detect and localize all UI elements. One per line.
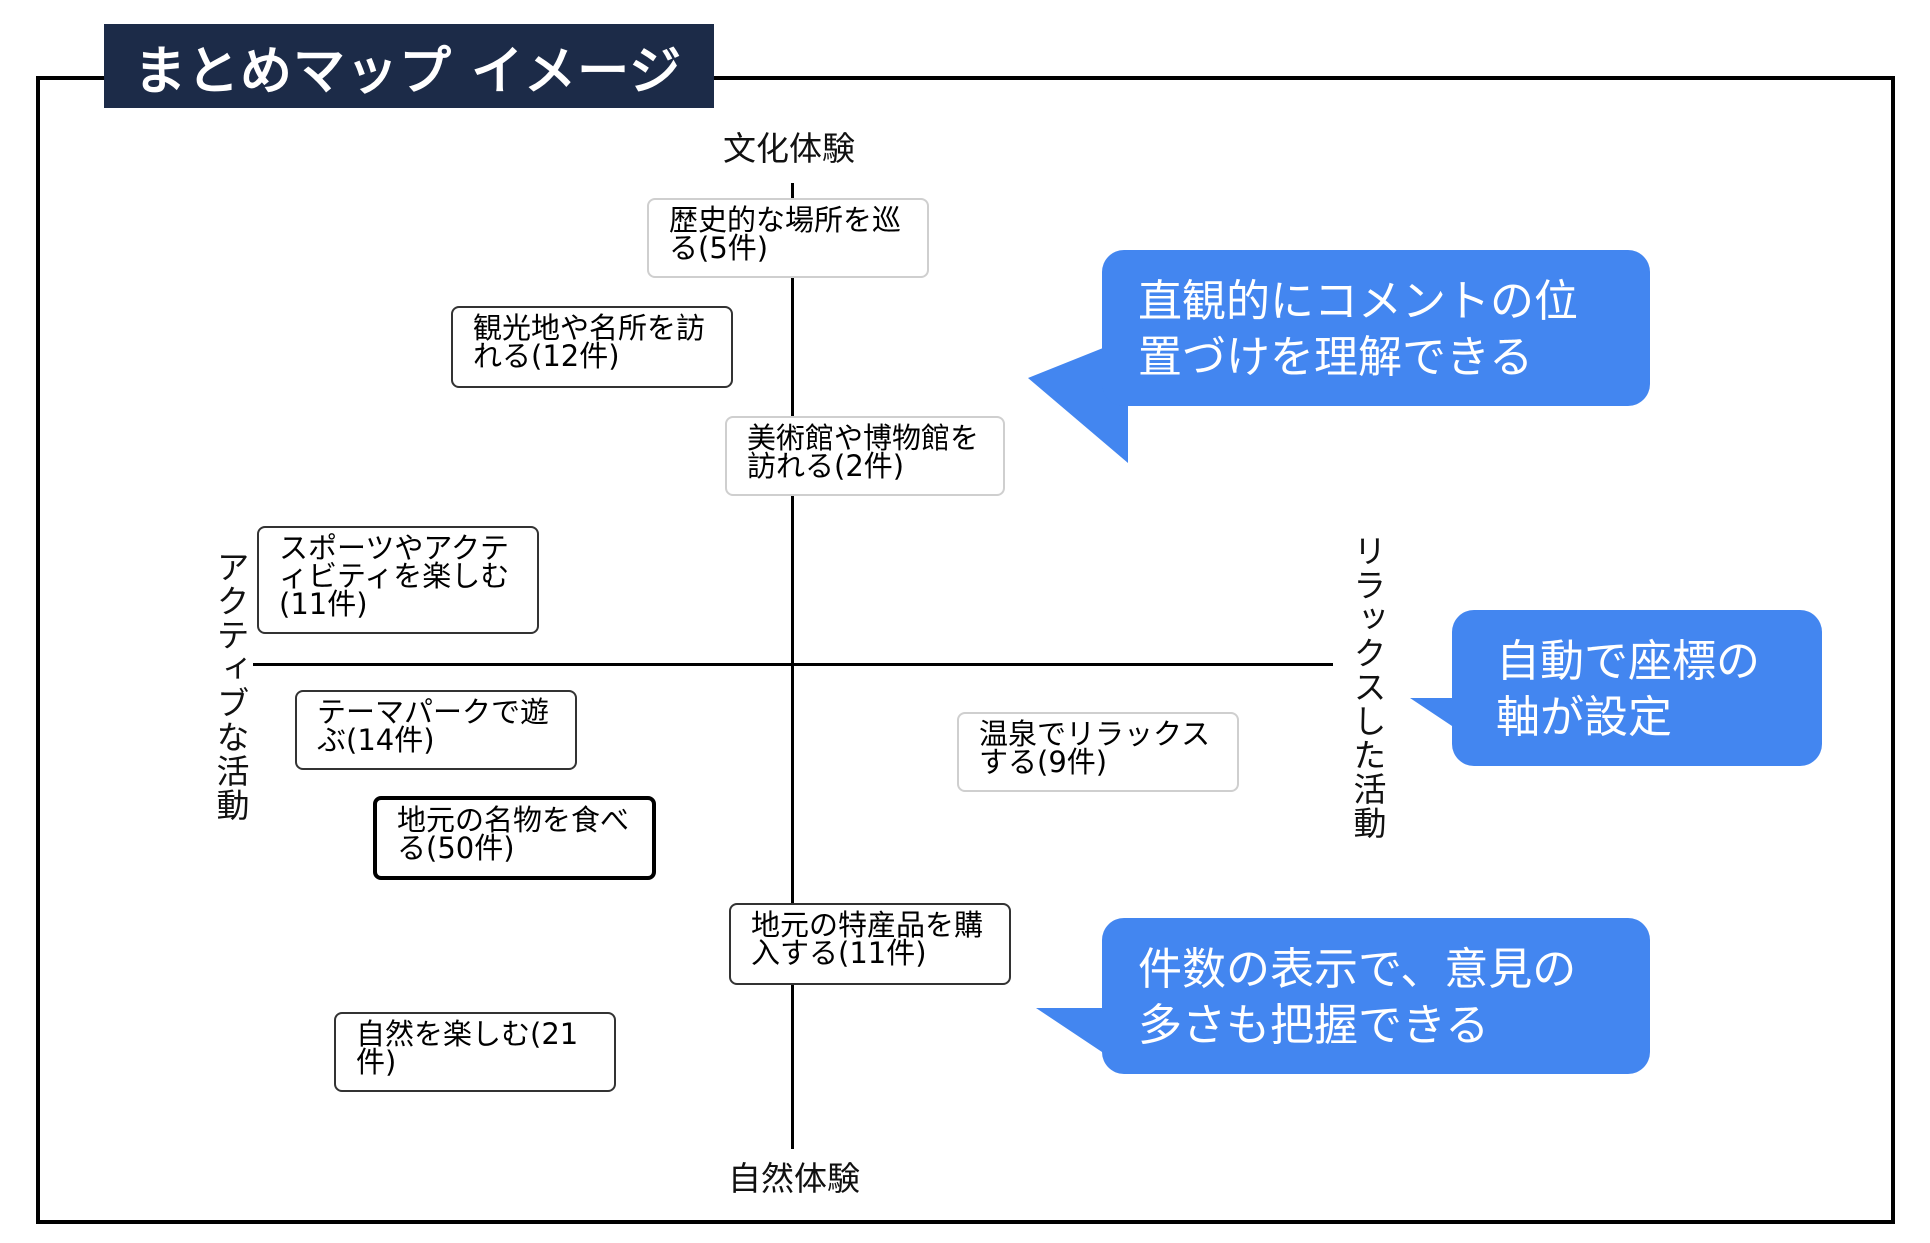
node-sightseeing: 観光地や名所を訪れる(12件) — [451, 306, 733, 388]
node-historic-places: 歴史的な場所を巡る(5件) — [647, 198, 929, 278]
callout-intuitive: 直観的にコメントの位置づけを理解できる — [1102, 250, 1650, 406]
axis-label-top: 文化体験 — [723, 129, 855, 168]
axis-label-bottom: 自然体験 — [728, 1159, 860, 1198]
horizontal-axis — [253, 663, 1333, 666]
node-hot-spring: 温泉でリラックスする(9件) — [957, 712, 1239, 792]
axis-label-left: アクティブな活動 — [211, 550, 250, 822]
axis-label-right: リラックスした活動 — [1348, 534, 1387, 840]
callout-count-display: 件数の表示で、意見の多さも把握できる — [1102, 918, 1650, 1074]
map-frame — [36, 76, 1895, 1224]
callout-auto-axis: 自動で座標の軸が設定 — [1452, 610, 1822, 766]
node-theme-park: テーマパークで遊ぶ(14件) — [295, 690, 577, 770]
page-title: まとめマップ イメージ — [104, 24, 714, 108]
node-nature: 自然を楽しむ(21件) — [334, 1012, 616, 1092]
node-museums: 美術館や博物館を訪れる(2件) — [725, 416, 1005, 496]
node-sports: スポーツやアクティビティを楽しむ(11件) — [257, 526, 539, 634]
node-local-products: 地元の特産品を購入する(11件) — [729, 903, 1011, 985]
vertical-axis — [791, 183, 794, 1149]
node-local-food: 地元の名物を食べる(50件) — [373, 796, 656, 880]
